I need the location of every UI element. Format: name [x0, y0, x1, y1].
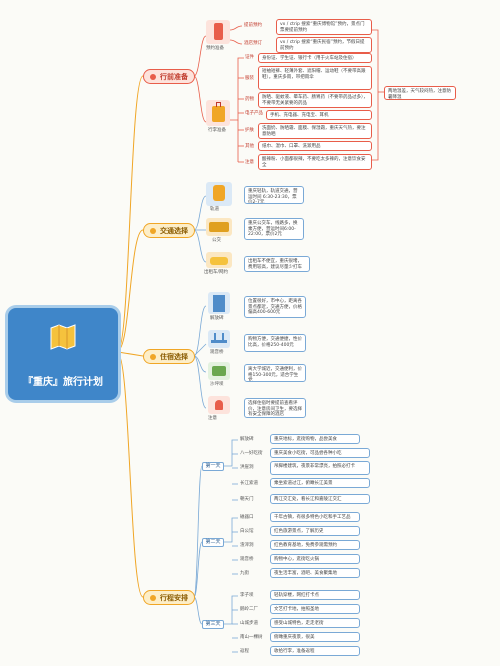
- stop-label: 磁器口: [240, 515, 254, 520]
- stay-note: 离大学城近，交通便利，价格150-300元，适合学生党: [244, 364, 306, 382]
- phone-icon: [206, 20, 230, 44]
- train-icon: [206, 182, 232, 206]
- taxi-icon: [206, 252, 232, 268]
- stop-note: 感受山城特色，走走老街: [270, 618, 360, 628]
- category-traffic[interactable]: 交通选择: [143, 223, 195, 238]
- stop-note: 重庆美食小吃街，可品尝各种小吃: [270, 448, 370, 458]
- alarm-icon: [208, 396, 230, 414]
- stay-label: 沙坪坝: [210, 382, 224, 387]
- category-dot: [150, 354, 156, 360]
- item-label: 药物: [245, 97, 254, 102]
- booking-label: 提前预约: [244, 23, 262, 28]
- stop-note: 文艺打卡地，拍照圣地: [270, 604, 360, 614]
- traffic-note: 重庆公交车，线路多，换乘方便，营运时间6:00-22:00，票价2元: [244, 218, 304, 240]
- stop-label: 鹅岭二厂: [240, 607, 258, 612]
- stop-note: 购物中心，逛街吃火锅: [270, 554, 360, 564]
- category-prep[interactable]: 行前准备: [143, 69, 195, 84]
- category-stay[interactable]: 住宿选择: [143, 349, 195, 364]
- stop-note: 乘坐索道过江，俯瞰长江美景: [270, 478, 370, 488]
- item-label: 注意: [245, 160, 254, 165]
- stop-label: 南山一棵树: [240, 635, 263, 640]
- item-label: 护肤: [245, 128, 254, 133]
- campus-icon: [208, 362, 230, 380]
- building-icon: [208, 292, 230, 314]
- booking-note: vx / ctrip 搜索“重庆博物馆”预约，景点门票要提前预约: [276, 19, 372, 35]
- luggage-icon: [206, 100, 230, 126]
- stop-note: 夜生活丰富，酒吧、美食聚集地: [270, 568, 360, 578]
- item-note: 短袖短裤、轻薄外套、遮阳帽、运动鞋（不要带高跟鞋）。重庆多雨，带把雨伞: [258, 66, 372, 90]
- stay-label: 观音桥: [210, 350, 224, 355]
- stay-label: 解放碑: [210, 316, 224, 321]
- traffic-note: 重庆轻轨，轨道交通，营运时间 6:30-23:30，票价2-7元: [244, 186, 304, 204]
- stay-label: 注意: [208, 416, 217, 421]
- stop-label: 渣滓洞: [240, 543, 254, 548]
- stop-label: 解放碑: [240, 437, 254, 442]
- item-label: 电子产品: [245, 111, 263, 116]
- stop-note: 吊脚楼建筑，夜景非常漂亮，拍照必打卡: [270, 461, 370, 475]
- category-label: 交通选择: [160, 227, 188, 235]
- stop-label: 白公馆: [240, 529, 254, 534]
- item-label: 证件: [245, 55, 254, 60]
- category-label: 行前准备: [160, 73, 188, 81]
- traffic-label: 轨道: [210, 207, 219, 212]
- stay-note: 位置很好，市中心，距离各景点都近，交通方便，价格偏高400-600元: [244, 296, 306, 318]
- category-dot: [150, 228, 156, 234]
- stop-note: 轻轨穿楼，网红打卡点: [270, 590, 360, 600]
- bridge-icon: [208, 330, 230, 348]
- stop-note: 重庆地标，逛街购物，品尝美食: [270, 434, 360, 444]
- day-label[interactable]: 第一天: [202, 462, 224, 471]
- map-icon: [50, 324, 76, 350]
- item-note: 洗面奶、防晒霜、面膜、保湿霜，重庆天气热，要注意防晒: [258, 123, 372, 139]
- hotel-tip-label: 酒店预订: [244, 41, 262, 46]
- prep-card-label: 预约准备: [206, 46, 224, 51]
- stop-note: 红色教育基地，免费参观需预约: [270, 540, 360, 550]
- category-trip[interactable]: 行程安排: [143, 590, 195, 605]
- stop-label: 观音桥: [240, 557, 254, 562]
- stop-label: 九街: [240, 571, 249, 576]
- item-note: 酸辣粉、小面都很辣，不要吃太多辣的，注意饮食安全: [258, 154, 372, 170]
- stop-note: 两江交汇处，看长江和嘉陵江交汇: [270, 494, 370, 504]
- prep-summary-note: 两地温差，天气较闷热，注意防暑降温: [384, 86, 456, 100]
- stop-label: 李子坝: [240, 593, 254, 598]
- stop-label: 山城步道: [240, 621, 258, 626]
- stop-note: 俯瞰重庆夜景，很美: [270, 632, 360, 642]
- stay-note: 选择住宿时要提前查看评价，注意房间卫生，要选择有安全保障的酒店: [244, 398, 306, 418]
- stop-label: 长江索道: [240, 481, 258, 486]
- category-dot: [150, 595, 156, 601]
- central-title: 『重庆』旅行计划: [23, 377, 103, 388]
- stay-note: 购物方便，交通便捷，性价比高，价格250-400元: [244, 334, 306, 352]
- stop-note: 收拾行李，准备返程: [270, 646, 360, 656]
- stop-note: 千年古镇，有很多特色小吃和手工艺品: [270, 512, 360, 522]
- traffic-label: 公交: [212, 238, 221, 243]
- item-note: 防晒、驱蚊液、晕车药、肠胃药（不要带药品过多），不要带无关紧要的药品: [258, 92, 372, 108]
- central-topic[interactable]: 『重庆』旅行计划: [8, 308, 118, 400]
- bag-label: 行李准备: [208, 128, 226, 133]
- item-label: 服装: [245, 76, 254, 81]
- item-note: 身份证、学生证、银行卡（用于火车站及住宿）: [258, 53, 372, 63]
- day-label[interactable]: 第二天: [202, 538, 224, 547]
- stop-label: 洪崖洞: [240, 465, 254, 470]
- item-note: 手机、充电器、充电宝、耳机: [266, 110, 372, 120]
- category-label: 住宿选择: [160, 353, 188, 361]
- item-label: 其他: [245, 144, 254, 149]
- traffic-label: 出租车/网约: [204, 270, 229, 275]
- item-note: 纸巾、湿巾、口罩、洗漱用品: [258, 141, 372, 151]
- category-dot: [150, 74, 156, 80]
- hotel-tip-note: vx / ctrip 搜索“重庆民宿”预约，节假日提前预约: [276, 37, 372, 53]
- day-label[interactable]: 第三天: [202, 620, 224, 629]
- bus-icon: [206, 218, 232, 236]
- stop-label: 八一好吃街: [240, 451, 263, 456]
- stop-note: 红色旅游景点，了解历史: [270, 526, 360, 536]
- stop-label: 朝天门: [240, 497, 254, 502]
- category-label: 行程安排: [160, 594, 188, 602]
- stop-label: 返程: [240, 649, 249, 654]
- traffic-note: 出租车不便宜，重庆很堵，费用较高，建议尽量少打车: [244, 256, 310, 272]
